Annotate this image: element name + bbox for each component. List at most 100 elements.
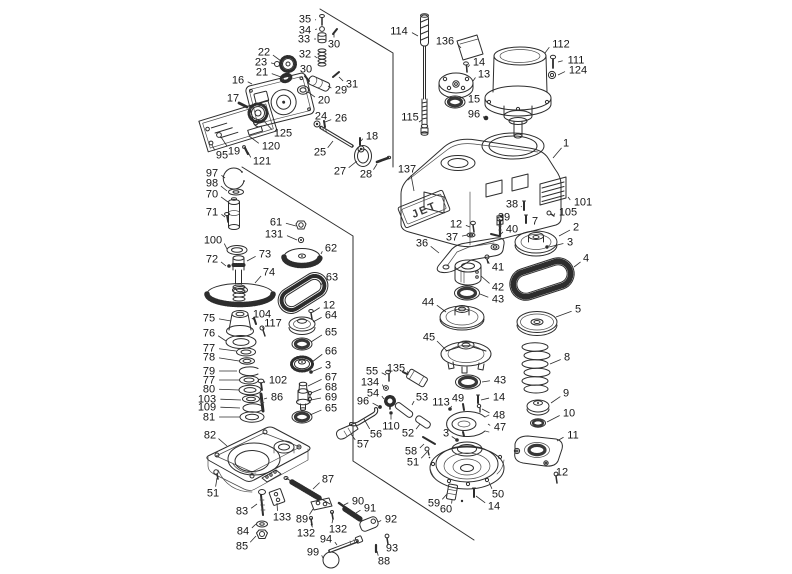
leader-line (262, 119, 273, 130)
pin-96a (483, 115, 489, 121)
leader-line (314, 55, 318, 59)
motor-cap-assembly (438, 61, 489, 121)
part-label: 97 (206, 168, 218, 180)
leader-line (465, 224, 471, 228)
part-label: 12 (323, 300, 335, 312)
part-label: 113 (432, 397, 450, 409)
part-label: 63 (326, 272, 338, 284)
leader-line (419, 443, 425, 449)
part-label: 134 (361, 377, 379, 389)
leader-line (436, 304, 447, 313)
base-casting-82 (206, 426, 311, 539)
part-label: 5 (575, 304, 581, 316)
leader-line (546, 415, 560, 423)
part-label: 35 (299, 14, 311, 26)
leader-line (312, 307, 320, 313)
washer-77b (239, 375, 259, 385)
part-label: 133 (273, 512, 291, 524)
leader-line (544, 46, 550, 54)
part-label: 20 (318, 95, 330, 107)
sleeve-33 (317, 32, 327, 44)
pin-26 (323, 120, 326, 128)
part-label: 60 (440, 504, 452, 516)
leader-line (270, 62, 276, 65)
collar-54 (384, 395, 396, 410)
part-label: 65 (325, 403, 337, 415)
leader-line (363, 418, 371, 430)
leader-line (248, 135, 260, 144)
part-label: 69 (325, 392, 337, 404)
part-label: 121 (253, 156, 271, 168)
disc-5 (516, 311, 558, 336)
screw-48 (476, 403, 482, 413)
plunger-spring-stack (297, 14, 340, 95)
leader-line (442, 493, 448, 500)
leader-line (311, 353, 323, 363)
part-label: 73 (259, 249, 271, 261)
body-fasteners (522, 54, 557, 224)
part-label: 21 (256, 67, 268, 79)
part-label: 90 (352, 496, 364, 508)
nut-85 (256, 529, 268, 539)
part-label: 10 (563, 408, 575, 420)
leader-line (250, 503, 258, 509)
part-label: 84 (237, 526, 249, 538)
part-label: 15 (468, 94, 480, 106)
clamp-42 (454, 259, 482, 286)
part-label: 112 (552, 39, 570, 51)
leader-line (415, 423, 421, 430)
screw-51b (424, 446, 431, 459)
part-label: 42 (492, 282, 504, 294)
leader-line (327, 140, 334, 149)
leader-line (430, 245, 440, 254)
part-label: 72 (206, 254, 218, 266)
part-label: 48 (493, 410, 505, 422)
leader-line (218, 318, 232, 322)
part-label: 88 (378, 556, 390, 568)
leader-line (557, 60, 563, 63)
leader-line (556, 436, 564, 442)
part-label: 56 (370, 429, 382, 441)
part-label: 32 (299, 49, 311, 61)
leader-line (499, 231, 504, 236)
part-label: 59 (428, 498, 440, 510)
rod-56 (349, 407, 379, 427)
leader-line (376, 550, 379, 556)
part-label: 103 (198, 394, 216, 406)
leader-line (217, 335, 227, 342)
leader-line (548, 243, 564, 248)
belt-4 (509, 257, 575, 301)
panel-120 (198, 99, 278, 153)
leader-line (557, 71, 566, 76)
part-label: 101 (574, 197, 592, 209)
part-label: 83 (236, 506, 248, 518)
center-spindle-stack (288, 316, 316, 424)
part-label: 120 (262, 141, 280, 153)
part-label: 89 (296, 514, 308, 526)
part-label: 96 (357, 396, 369, 408)
leader-line (286, 235, 298, 241)
leader-line (461, 234, 468, 237)
part-label: 27 (334, 166, 346, 178)
pin-86 (259, 392, 265, 413)
part-label: 131 (265, 229, 283, 241)
gear-125 (247, 102, 269, 124)
nut-124 (547, 70, 557, 80)
part-label: 37 (446, 232, 458, 244)
part-label: 22 (258, 47, 270, 59)
part-label: 98 (206, 178, 218, 190)
part-label: 115 (401, 112, 419, 124)
part-label: 33 (298, 34, 310, 46)
leader-line (321, 555, 324, 559)
leader-line (285, 222, 297, 227)
part-label: 4 (583, 253, 589, 265)
part-label: 2 (573, 222, 579, 234)
nameplate-136 (456, 34, 484, 61)
part-label: 132 (329, 524, 347, 536)
leader-line (483, 116, 485, 119)
leader-line (324, 119, 332, 123)
leader-line (220, 261, 227, 267)
handle-rod-28 (375, 155, 392, 164)
part-label: 14 (488, 501, 500, 513)
part-label: 30 (300, 64, 312, 76)
